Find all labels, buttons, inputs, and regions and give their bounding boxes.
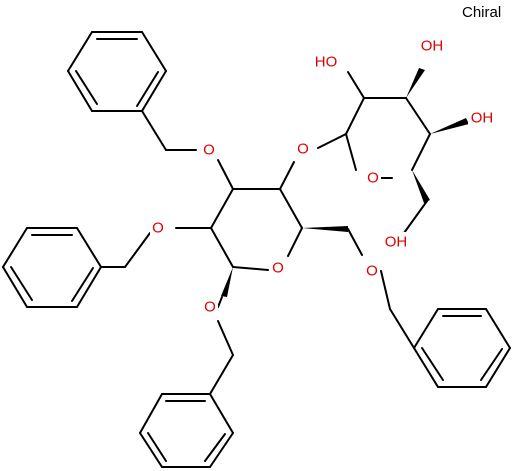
- chiral-label: Chiral: [462, 4, 501, 21]
- oxygen-atom-label: O: [297, 141, 309, 158]
- benzene-ring-top-left: [67, 31, 167, 112]
- pyranose-ring-left: [210, 188, 303, 271]
- benzyl-linkers: [100, 110, 415, 395]
- left-ring-substituents: [175, 159, 363, 308]
- pyranose-ring-right: [345, 97, 431, 179]
- oxygen-atom-label: O: [367, 170, 379, 187]
- hydroxyl-label: OH: [471, 110, 494, 127]
- benzene-ring-bottom-right: [413, 308, 511, 388]
- oxygen-atom-label: O: [366, 263, 378, 280]
- right-ring-substituents: [317, 68, 469, 234]
- atom-labels: O O O O O O O HO OH OH OH: [150, 36, 496, 317]
- oxygen-atom-label: O: [204, 299, 216, 316]
- oxygen-atom-label: O: [203, 142, 215, 159]
- hydroxyl-label: OH: [421, 38, 444, 55]
- benzene-ring-middle-left: [2, 227, 102, 308]
- oxygen-atom-label: O: [152, 220, 164, 237]
- hydroxyl-label: OH: [385, 234, 408, 251]
- oxygen-atom-label: O: [272, 260, 284, 277]
- benzene-ring-bottom: [139, 393, 234, 468]
- hydroxyl-label: HO: [315, 54, 338, 71]
